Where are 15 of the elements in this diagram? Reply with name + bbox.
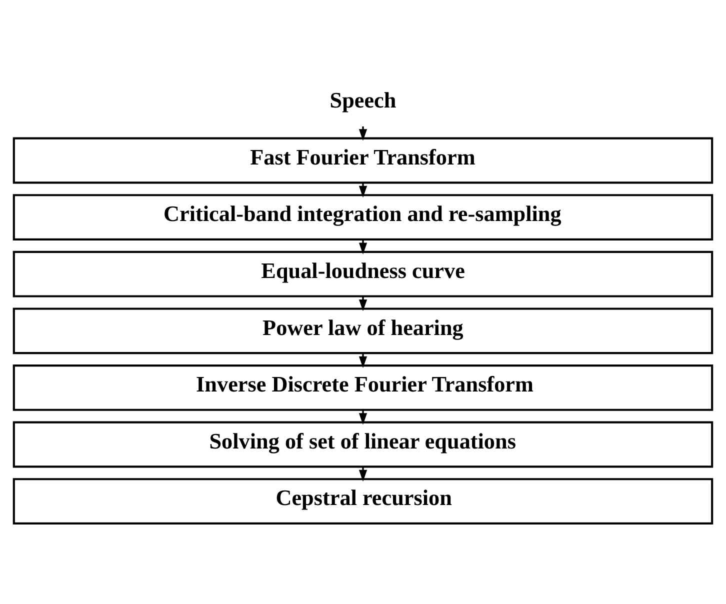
arrow bbox=[358, 410, 368, 424]
arrow bbox=[358, 353, 368, 368]
node-box: Equal-loudness curve bbox=[12, 250, 714, 297]
node-text: Speech bbox=[330, 87, 396, 112]
node-box: Inverse Discrete Fourier Transform bbox=[12, 364, 714, 410]
arrow bbox=[358, 182, 368, 198]
node-box: Solving of set of linear equations bbox=[12, 420, 714, 468]
arrow bbox=[358, 296, 368, 311]
node-box: Fast Fourier Transform bbox=[12, 136, 714, 184]
node-box: Critical-band integration and re-sampling bbox=[12, 194, 714, 240]
arrow bbox=[358, 240, 368, 254]
arrow bbox=[358, 126, 368, 140]
node-box: Cepstral recursion bbox=[12, 478, 714, 524]
node-box: Power law of hearing bbox=[12, 307, 714, 354]
arrow bbox=[358, 466, 368, 482]
